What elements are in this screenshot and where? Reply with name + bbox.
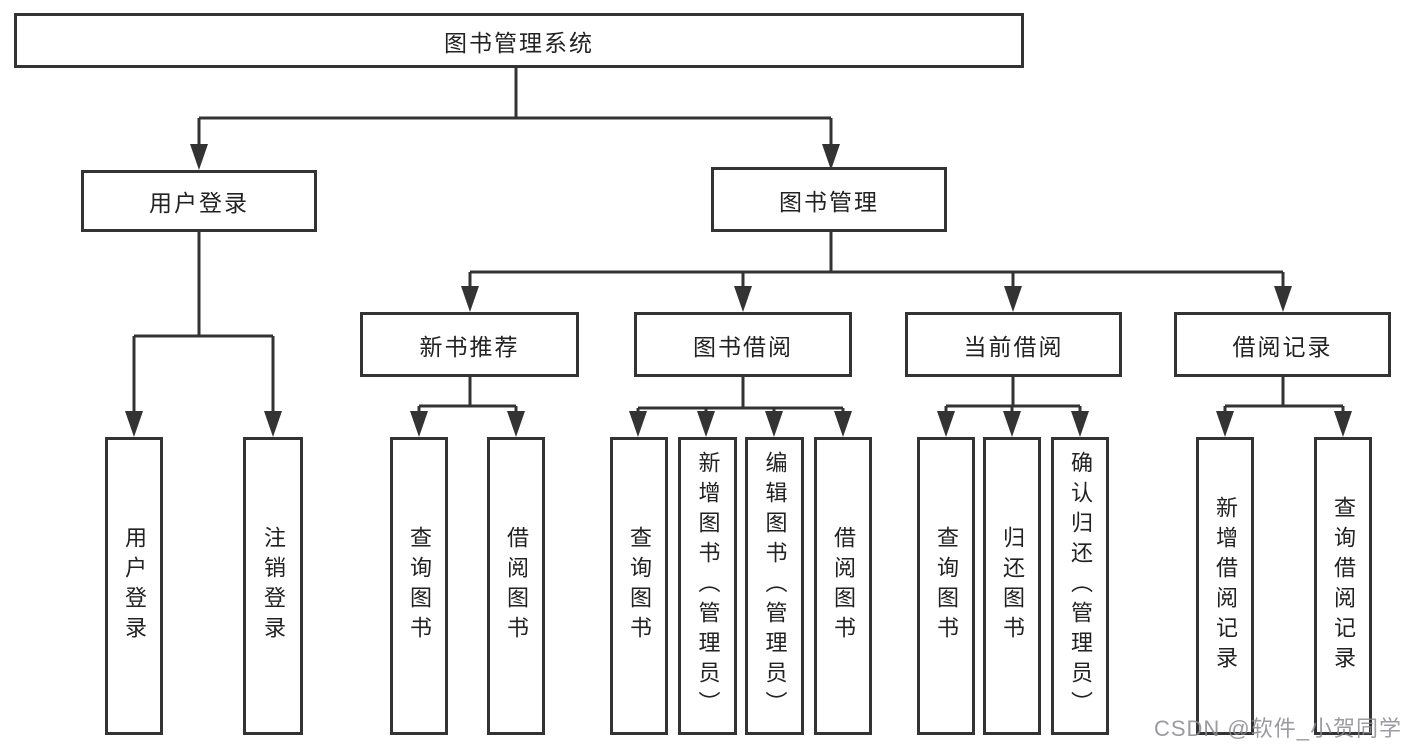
watermark: CSDN @软件_小贺同学 xyxy=(1153,716,1402,741)
leaf-logout: 注销登录 xyxy=(243,437,303,735)
leaf-return-book: 归还图书 xyxy=(983,437,1041,735)
leaf-borrow-books-recommend: 借阅图书 xyxy=(487,437,545,735)
leaf-query-books-current: 查询图书 xyxy=(917,437,975,735)
leaf-logout-label: 注销登录 xyxy=(261,526,286,646)
leaf-query-books-recommend: 查询图书 xyxy=(390,437,448,735)
leaf-borrow-books-borrowing: 借阅图书 xyxy=(814,437,872,735)
leaf-confirm-return-admin: 确认归还（管理员） xyxy=(1051,437,1109,735)
leaf-query-books-borrowing-label: 查询图书 xyxy=(627,526,652,646)
node-user-login: 用户登录 xyxy=(81,170,317,232)
leaf-query-books-recommend-label: 查询图书 xyxy=(407,526,432,646)
leaf-confirm-return-admin-label: 确认归还（管理员） xyxy=(1068,451,1093,721)
leaf-query-borrow-record: 查询借阅记录 xyxy=(1314,437,1372,735)
leaf-query-books-borrowing: 查询图书 xyxy=(610,437,668,735)
leaf-user-login: 用户登录 xyxy=(105,437,163,735)
node-book-management: 图书管理 xyxy=(711,167,947,232)
node-new-book-recommendation: 新书推荐 xyxy=(360,312,579,377)
leaf-borrow-books-recommend-label: 借阅图书 xyxy=(504,526,529,646)
leaf-add-book-admin: 新增图书（管理员） xyxy=(678,437,737,735)
leaf-query-books-current-label: 查询图书 xyxy=(934,526,959,646)
leaf-user-login-label: 用户登录 xyxy=(122,526,147,646)
leaf-add-book-admin-label: 新增图书（管理员） xyxy=(695,451,721,721)
node-library-management-system: 图书管理系统 xyxy=(14,13,1024,68)
node-book-borrowing: 图书借阅 xyxy=(634,312,852,377)
node-borrowing-records: 借阅记录 xyxy=(1174,312,1391,377)
leaf-query-borrow-record-label: 查询借阅记录 xyxy=(1331,496,1356,676)
leaf-add-borrow-record: 新增借阅记录 xyxy=(1196,437,1254,735)
leaf-borrow-books-borrowing-label: 借阅图书 xyxy=(831,526,856,646)
leaf-add-borrow-record-label: 新增借阅记录 xyxy=(1213,496,1238,676)
leaf-edit-book-admin-label: 编辑图书（管理员） xyxy=(762,451,788,721)
leaf-edit-book-admin: 编辑图书（管理员） xyxy=(745,437,804,735)
leaf-return-book-label: 归还图书 xyxy=(1000,526,1025,646)
node-current-borrowing: 当前借阅 xyxy=(905,312,1122,377)
